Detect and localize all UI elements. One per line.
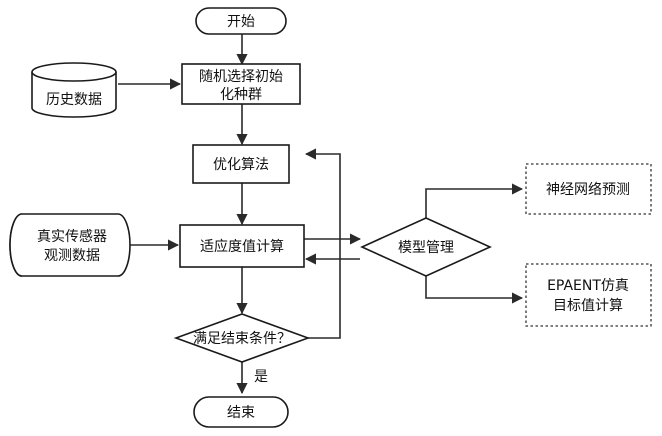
model-management-label: 模型管理 — [398, 240, 454, 256]
sensor-data-node: 真实传感器 观测数据 — [10, 214, 130, 276]
model-management-node: 模型管理 — [362, 218, 490, 276]
history-data-node: 历史数据 — [32, 63, 116, 117]
edge-model-to-epanet — [426, 276, 522, 298]
epanet-node: EPAENT仿真 目标值计算 — [526, 264, 651, 326]
edge-model-to-neural — [426, 189, 522, 218]
start-node: 开始 — [196, 8, 286, 34]
init-population-label-line2: 化种群 — [220, 87, 262, 103]
optimization-label: 优化算法 — [213, 157, 269, 173]
neural-network-node: 神经网络预测 — [526, 164, 651, 214]
init-population-label-line1: 随机选择初始 — [199, 68, 283, 85]
edge-condition-loop — [306, 154, 340, 338]
sensor-data-label-line1: 真实传感器 — [37, 228, 107, 245]
condition-node: 满足结束条件？ — [176, 314, 308, 362]
end-node: 结束 — [194, 397, 288, 427]
neural-network-label: 神经网络预测 — [546, 182, 630, 198]
history-data-label: 历史数据 — [46, 92, 102, 108]
yes-label: 是 — [254, 369, 268, 385]
start-label: 开始 — [227, 14, 255, 30]
end-label: 结束 — [227, 405, 255, 421]
epanet-label-line2: 目标值计算 — [553, 298, 623, 314]
init-population-node: 随机选择初始 化种群 — [182, 64, 300, 104]
fitness-node: 适应度值计算 — [180, 225, 304, 267]
condition-label: 满足结束条件？ — [193, 330, 291, 347]
fitness-label: 适应度值计算 — [200, 238, 284, 255]
sensor-data-label-line2: 观测数据 — [44, 248, 100, 264]
epanet-label-line1: EPAENT仿真 — [547, 278, 629, 294]
optimization-node: 优化算法 — [193, 145, 289, 183]
